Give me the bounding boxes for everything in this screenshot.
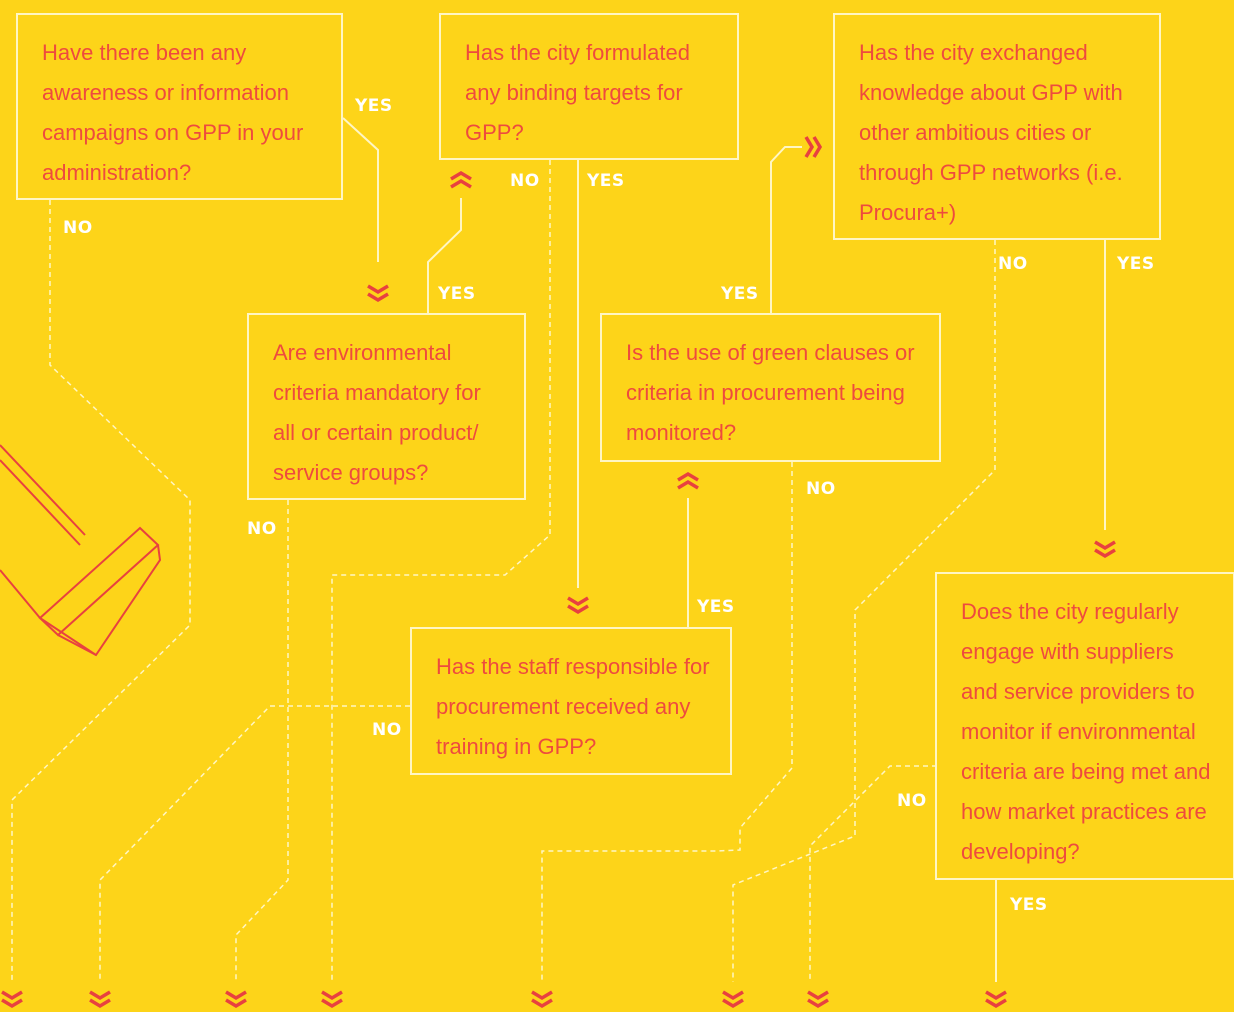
chevron-double-up-icon [449,171,473,189]
q5-yes-line [770,146,802,313]
q6-no-line [99,705,410,982]
q5-no-label: NO [806,479,836,499]
q2-no-label: NO [510,171,540,191]
chevron-double-right-icon [804,135,822,159]
q4-no-line [235,500,289,982]
question-box-awareness: Have there been any awareness or informa… [16,13,343,200]
q2-yes-label: YES [587,171,625,191]
q7-no-label: NO [897,791,927,811]
chevron-double-down-icon [224,990,248,1008]
chevron-double-down-icon [530,990,554,1008]
q3-no-line [732,240,996,982]
chevron-double-down-icon [366,284,390,302]
chevron-double-down-icon [1093,540,1117,558]
q1-yes-line [342,117,379,262]
q3-no-label: NO [998,254,1028,274]
question-box-staff-training: Has the staff responsible for procuremen… [410,627,732,775]
q5-yes-label: YES [721,284,759,304]
chevron-double-down-icon [320,990,344,1008]
decorative-shape [0,444,162,657]
q2-no-line [331,160,551,982]
chevron-double-down-icon [0,990,24,1008]
q5-no-line [541,462,793,982]
q6-no-label: NO [372,720,402,740]
question-box-supplier-engagement: Does the city regularly engage with supp… [935,572,1234,880]
chevron-double-down-icon [721,990,745,1008]
q6-yes-label: YES [697,597,735,617]
chevron-double-down-icon [806,990,830,1008]
question-box-monitoring: Is the use of green clauses or criteria … [600,313,941,462]
question-box-knowledge-exchange: Has the city exchanged knowledge about G… [833,13,1161,240]
question-box-mandatory-criteria: Are environmental criteria mandatory for… [247,313,526,500]
question-box-binding-targets: Has the city formulated any binding targ… [439,13,739,160]
q1-no-label: NO [63,218,93,238]
chevron-double-down-icon [984,990,1008,1008]
chevron-double-down-icon [566,596,590,614]
q4-yes-label: YES [438,284,476,304]
chevron-double-down-icon [88,990,112,1008]
q3-yes-label: YES [1117,254,1155,274]
q7-no-line [809,765,937,982]
q1-yes-label: YES [355,96,393,116]
q4-no-label: NO [247,519,277,539]
q1-no-line [11,200,191,982]
chevron-double-up-icon [676,472,700,490]
q7-yes-label: YES [1010,895,1048,915]
q4-yes-line [427,198,462,313]
